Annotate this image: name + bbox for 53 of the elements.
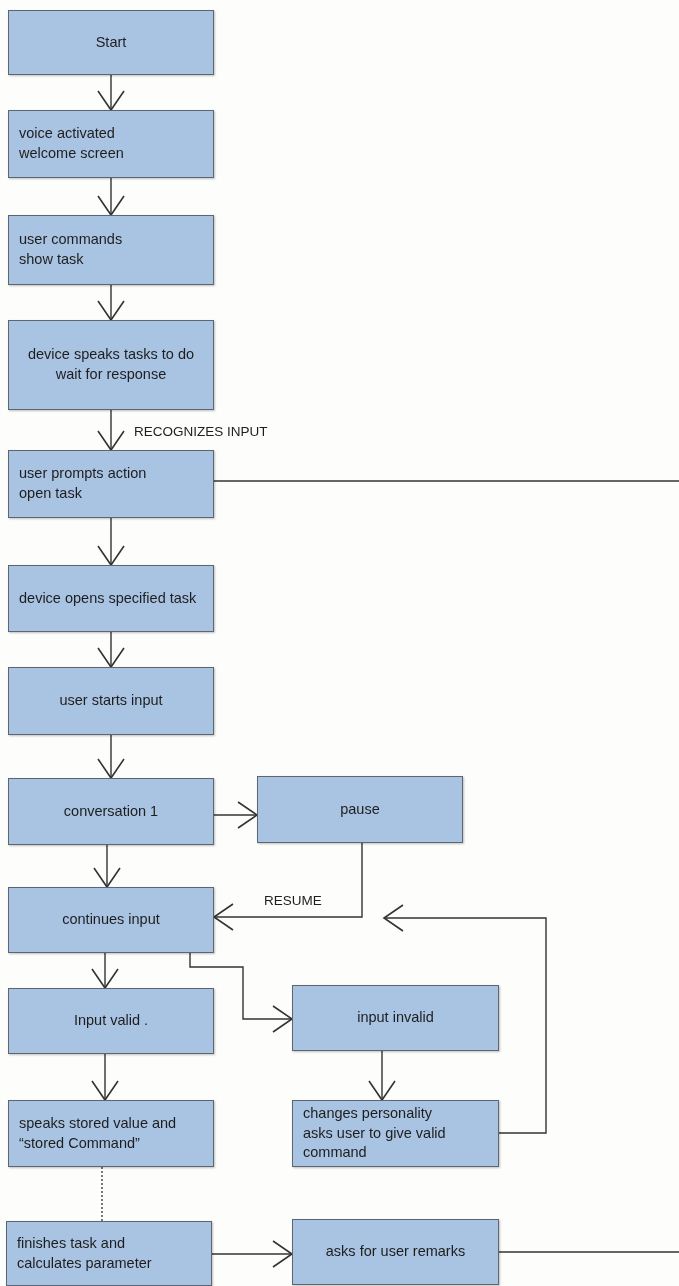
- process-box: [8, 565, 214, 632]
- process-box: [292, 1100, 499, 1167]
- arrow: [97, 409, 125, 451]
- process-box: [8, 667, 214, 735]
- box-text: pause: [340, 799, 380, 819]
- process-box: [6, 1221, 212, 1286]
- box-text: speaks stored value and “stored Command”: [19, 1113, 178, 1153]
- edge-label: RESUME: [262, 893, 324, 908]
- process-box: [8, 1100, 214, 1167]
- box-text: finishes task and calculates parameter: [17, 1233, 153, 1273]
- process-box: [8, 450, 214, 518]
- arrow: [189, 952, 293, 1033]
- box-text: continues input: [62, 910, 160, 930]
- box-text: voice activated welcome screen: [19, 124, 125, 163]
- box-text: input invalid: [357, 1008, 434, 1028]
- arrow: [368, 1050, 396, 1101]
- box-text: changes personality asks user to give valid command: [303, 1104, 447, 1163]
- process-box: [8, 320, 214, 410]
- box-text: conversation 1: [63, 801, 159, 821]
- process-box: [8, 215, 214, 285]
- connector-line: [213, 480, 679, 482]
- arrow: [97, 631, 125, 668]
- arrow: [97, 284, 125, 321]
- arrow: [211, 1240, 293, 1268]
- box-text: device opens specified task: [19, 588, 197, 608]
- arrow: [91, 1053, 119, 1101]
- process-box: [8, 778, 214, 845]
- arrow: [97, 734, 125, 779]
- connector-line: [101, 1166, 103, 1222]
- arrow: [93, 844, 121, 888]
- arrow: [97, 177, 125, 216]
- arrow: [383, 904, 547, 1134]
- process-box: [292, 985, 499, 1051]
- box-text: user commands show task: [19, 230, 124, 269]
- box-text: asks for user remarks: [325, 1242, 466, 1262]
- box-text: user prompts action open task: [19, 464, 148, 503]
- connector-line: [498, 1251, 679, 1253]
- process-box: [8, 988, 214, 1054]
- process-box: [257, 776, 463, 843]
- process-box: [292, 1219, 499, 1285]
- process-box: [8, 887, 214, 953]
- process-box: [8, 110, 214, 178]
- box-text: Start: [95, 32, 127, 52]
- arrow: [97, 74, 125, 111]
- arrow: [97, 517, 125, 566]
- box-text: device speaks tasks to do wait for response: [26, 345, 195, 384]
- arrow: [213, 801, 258, 829]
- edge-label: RECOGNIZES INPUT: [132, 424, 270, 439]
- arrow: [213, 842, 363, 931]
- box-text: user starts input: [59, 691, 163, 711]
- arrow: [91, 952, 119, 989]
- process-box: [8, 10, 214, 75]
- box-text: Input valid .: [73, 1011, 149, 1031]
